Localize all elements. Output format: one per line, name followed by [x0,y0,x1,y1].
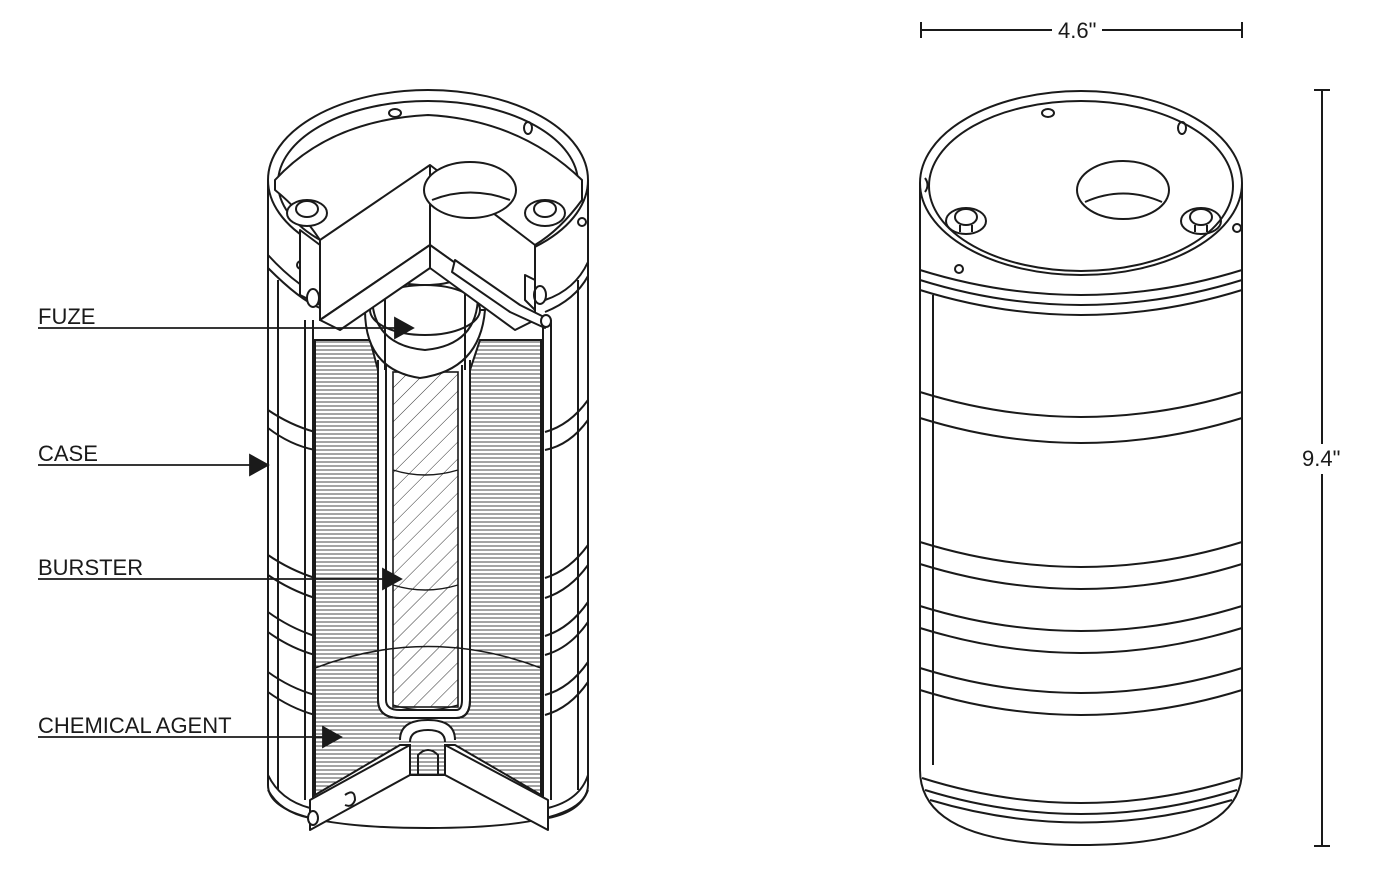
exterior-top-rim [919,90,1243,276]
case-band [267,554,316,579]
burster-arrowhead [382,567,403,591]
exterior-band [919,563,1243,590]
case-band [267,631,316,656]
exterior-band [919,391,1243,418]
case-band [544,275,589,313]
case-band [547,789,589,819]
exterior-band [919,417,1243,444]
exterior-outline [919,183,1243,847]
top-cap-section [274,114,583,331]
exterior-band [919,289,1243,316]
case-band [544,544,589,579]
case-band [267,789,311,819]
rim-hole [523,121,533,135]
width-dimension-label: 4.6" [1052,20,1103,42]
exterior-band [919,541,1243,568]
case-band [267,671,316,696]
cutaway-view [267,89,589,829]
burster-tube [377,360,471,719]
case-band [544,661,589,696]
agent-arrowhead [322,725,343,749]
fuze-port [423,161,517,219]
case-band [544,399,589,433]
exterior-band [924,789,1238,815]
case-band [267,427,316,451]
case-arrowhead [249,453,270,477]
fuze-arrowhead [394,316,415,340]
height-dimension-label: 9.4" [1300,444,1343,474]
exterior-view [919,90,1243,847]
fuze-label: FUZE [38,304,96,329]
exterior-band [921,777,1241,804]
exterior-band [919,689,1243,716]
case-band [544,601,589,637]
case-band [544,419,589,451]
exterior-band [919,279,1243,306]
case-band [544,681,589,716]
exterior-band [919,627,1243,654]
case-band [267,691,316,716]
exterior-band [919,667,1243,694]
bottom-section [307,719,549,831]
exterior-fuze-port [1076,160,1170,220]
case-band [267,774,311,809]
case-band [544,621,589,656]
rim-hole [577,217,587,227]
chemical-agent-label: CHEMICAL AGENT [38,713,232,738]
case-band [267,409,316,433]
exterior-band [919,269,1243,296]
case-band [544,261,589,301]
rim-hole [388,108,402,118]
case-band [267,574,316,599]
case-label: CASE [38,441,98,466]
case-band [547,774,589,809]
exterior-band [919,605,1243,632]
case-band [544,564,589,599]
case-band [267,611,316,637]
callout-lines [38,316,415,749]
burster-label: BURSTER [38,555,144,580]
exterior-band [929,799,1233,824]
